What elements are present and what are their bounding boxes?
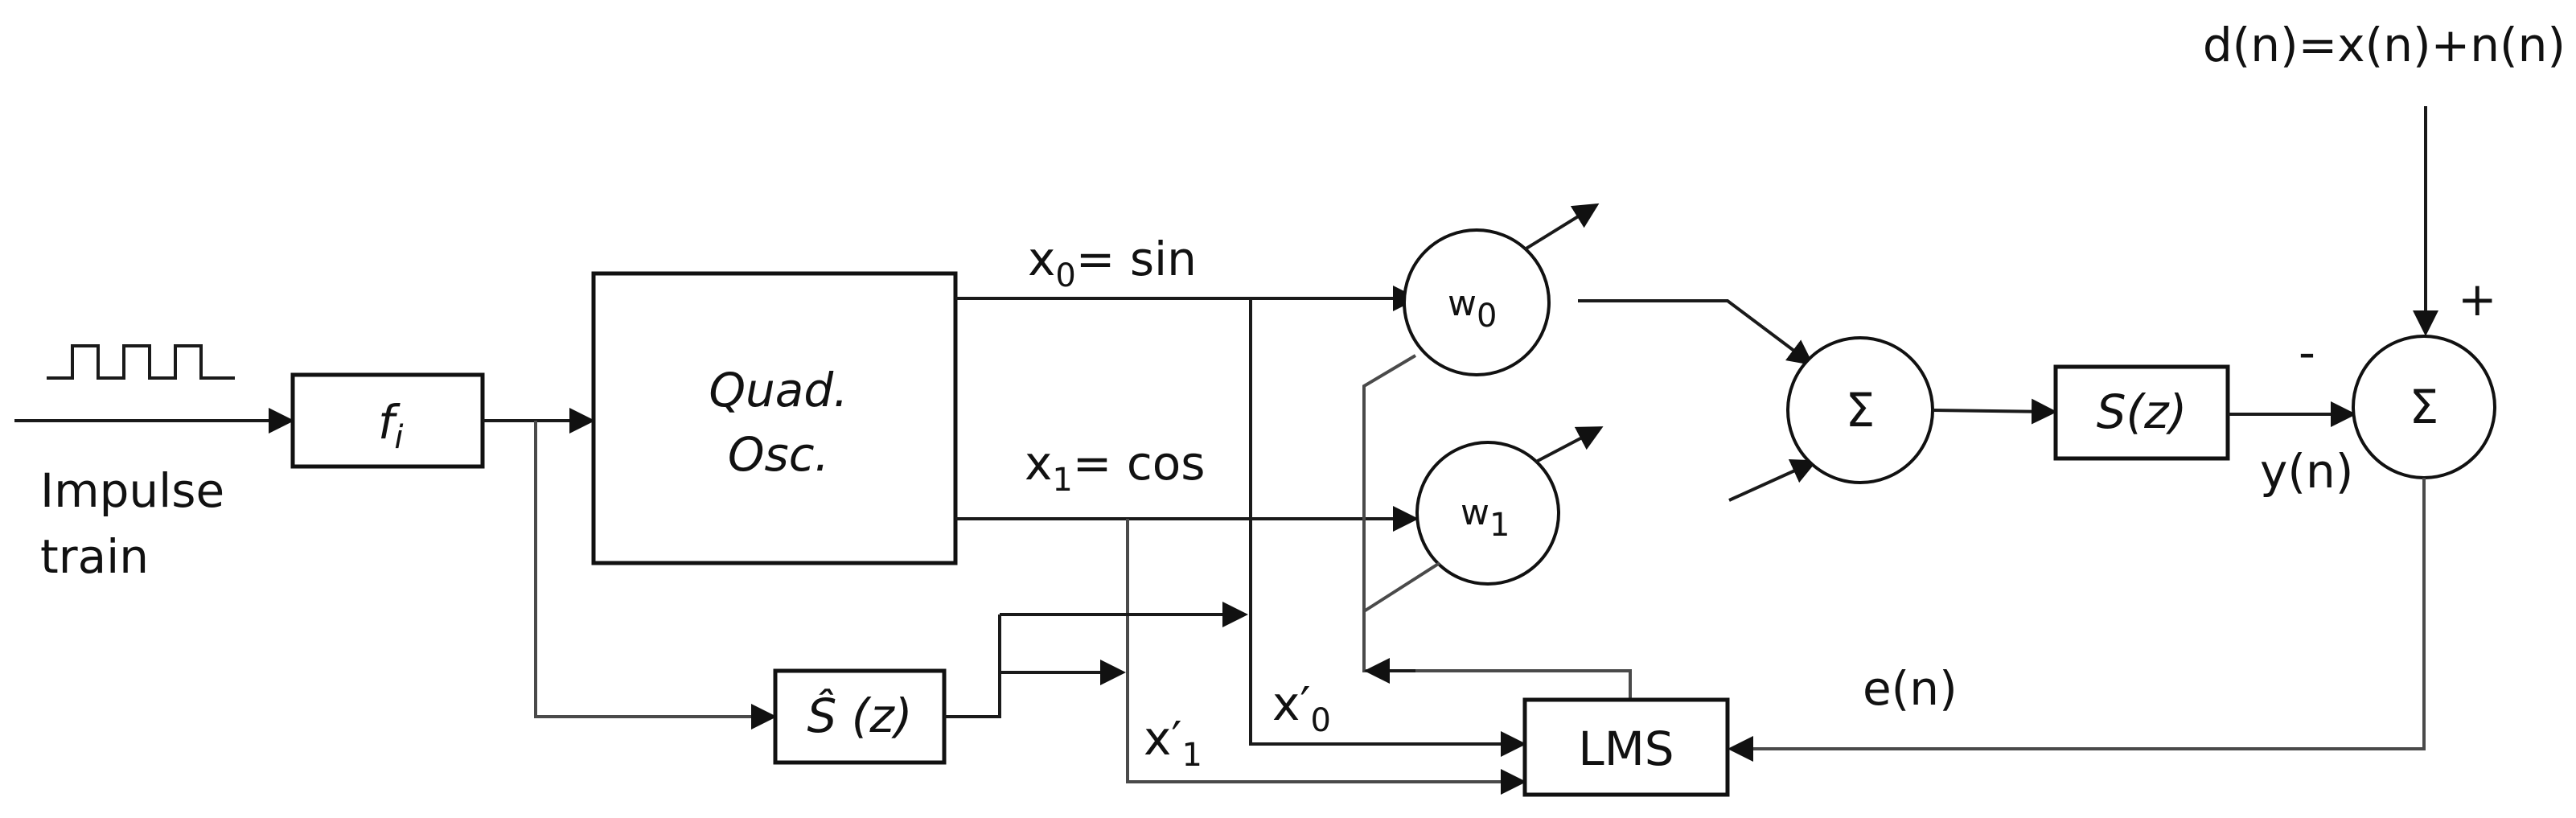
x1-tap-to-lms-wire bbox=[1126, 519, 1526, 795]
sum1-to-s-wire bbox=[1932, 398, 2057, 425]
filter-to-shat-wire bbox=[534, 421, 777, 730]
weight-w1-label: w1 bbox=[1461, 492, 1510, 544]
quad-oscillator-box bbox=[591, 271, 958, 565]
xp1-label: x′1 bbox=[1144, 711, 1202, 774]
quad-osc-line1: Quad. bbox=[709, 363, 848, 417]
weight-w0-label: w0 bbox=[1448, 283, 1497, 335]
lms-label: LMS bbox=[1578, 721, 1674, 776]
shat-out-wire bbox=[944, 615, 1001, 718]
weight-w0-node bbox=[1403, 228, 1551, 376]
lms-to-w1-wire bbox=[1362, 561, 1441, 613]
x0-tap-to-lms-wire bbox=[1249, 298, 1526, 757]
x1-label: x1= cos bbox=[1025, 436, 1205, 499]
w1-adapt-arrow bbox=[1535, 426, 1604, 463]
w0-to-sum-wire bbox=[1578, 299, 1814, 366]
filter-label: fi bbox=[378, 395, 404, 456]
x0-label: x0= sin bbox=[1028, 232, 1197, 294]
secondary-path-estimate-label: Ŝ (z) bbox=[807, 688, 913, 743]
input-label-line1: Impulse bbox=[40, 463, 224, 518]
minus-sign: - bbox=[2299, 325, 2315, 380]
summing-node-1-symbol: Σ bbox=[1846, 383, 1876, 438]
output-label: y(n) bbox=[2260, 444, 2353, 499]
desired-label: d(n)=x(n)+n(n) bbox=[2203, 18, 2566, 72]
summing-node-2-symbol: Σ bbox=[2410, 380, 2439, 434]
w1-to-sum-wire bbox=[1728, 458, 1818, 502]
input-label-line2: train bbox=[40, 529, 149, 584]
impulse-train-waveform-icon bbox=[47, 344, 235, 380]
xp0-label: x′0 bbox=[1272, 676, 1331, 739]
error-wire bbox=[1728, 478, 2426, 762]
plus-sign: + bbox=[2458, 272, 2497, 327]
secondary-path-label: S(z) bbox=[2097, 384, 2188, 439]
lms-box bbox=[1522, 697, 1730, 797]
weight-w1-node bbox=[1415, 441, 1560, 586]
w0-adapt-arrow bbox=[1523, 203, 1600, 251]
quad-osc-line2: Osc. bbox=[728, 427, 829, 482]
error-label: e(n) bbox=[1863, 661, 1958, 716]
